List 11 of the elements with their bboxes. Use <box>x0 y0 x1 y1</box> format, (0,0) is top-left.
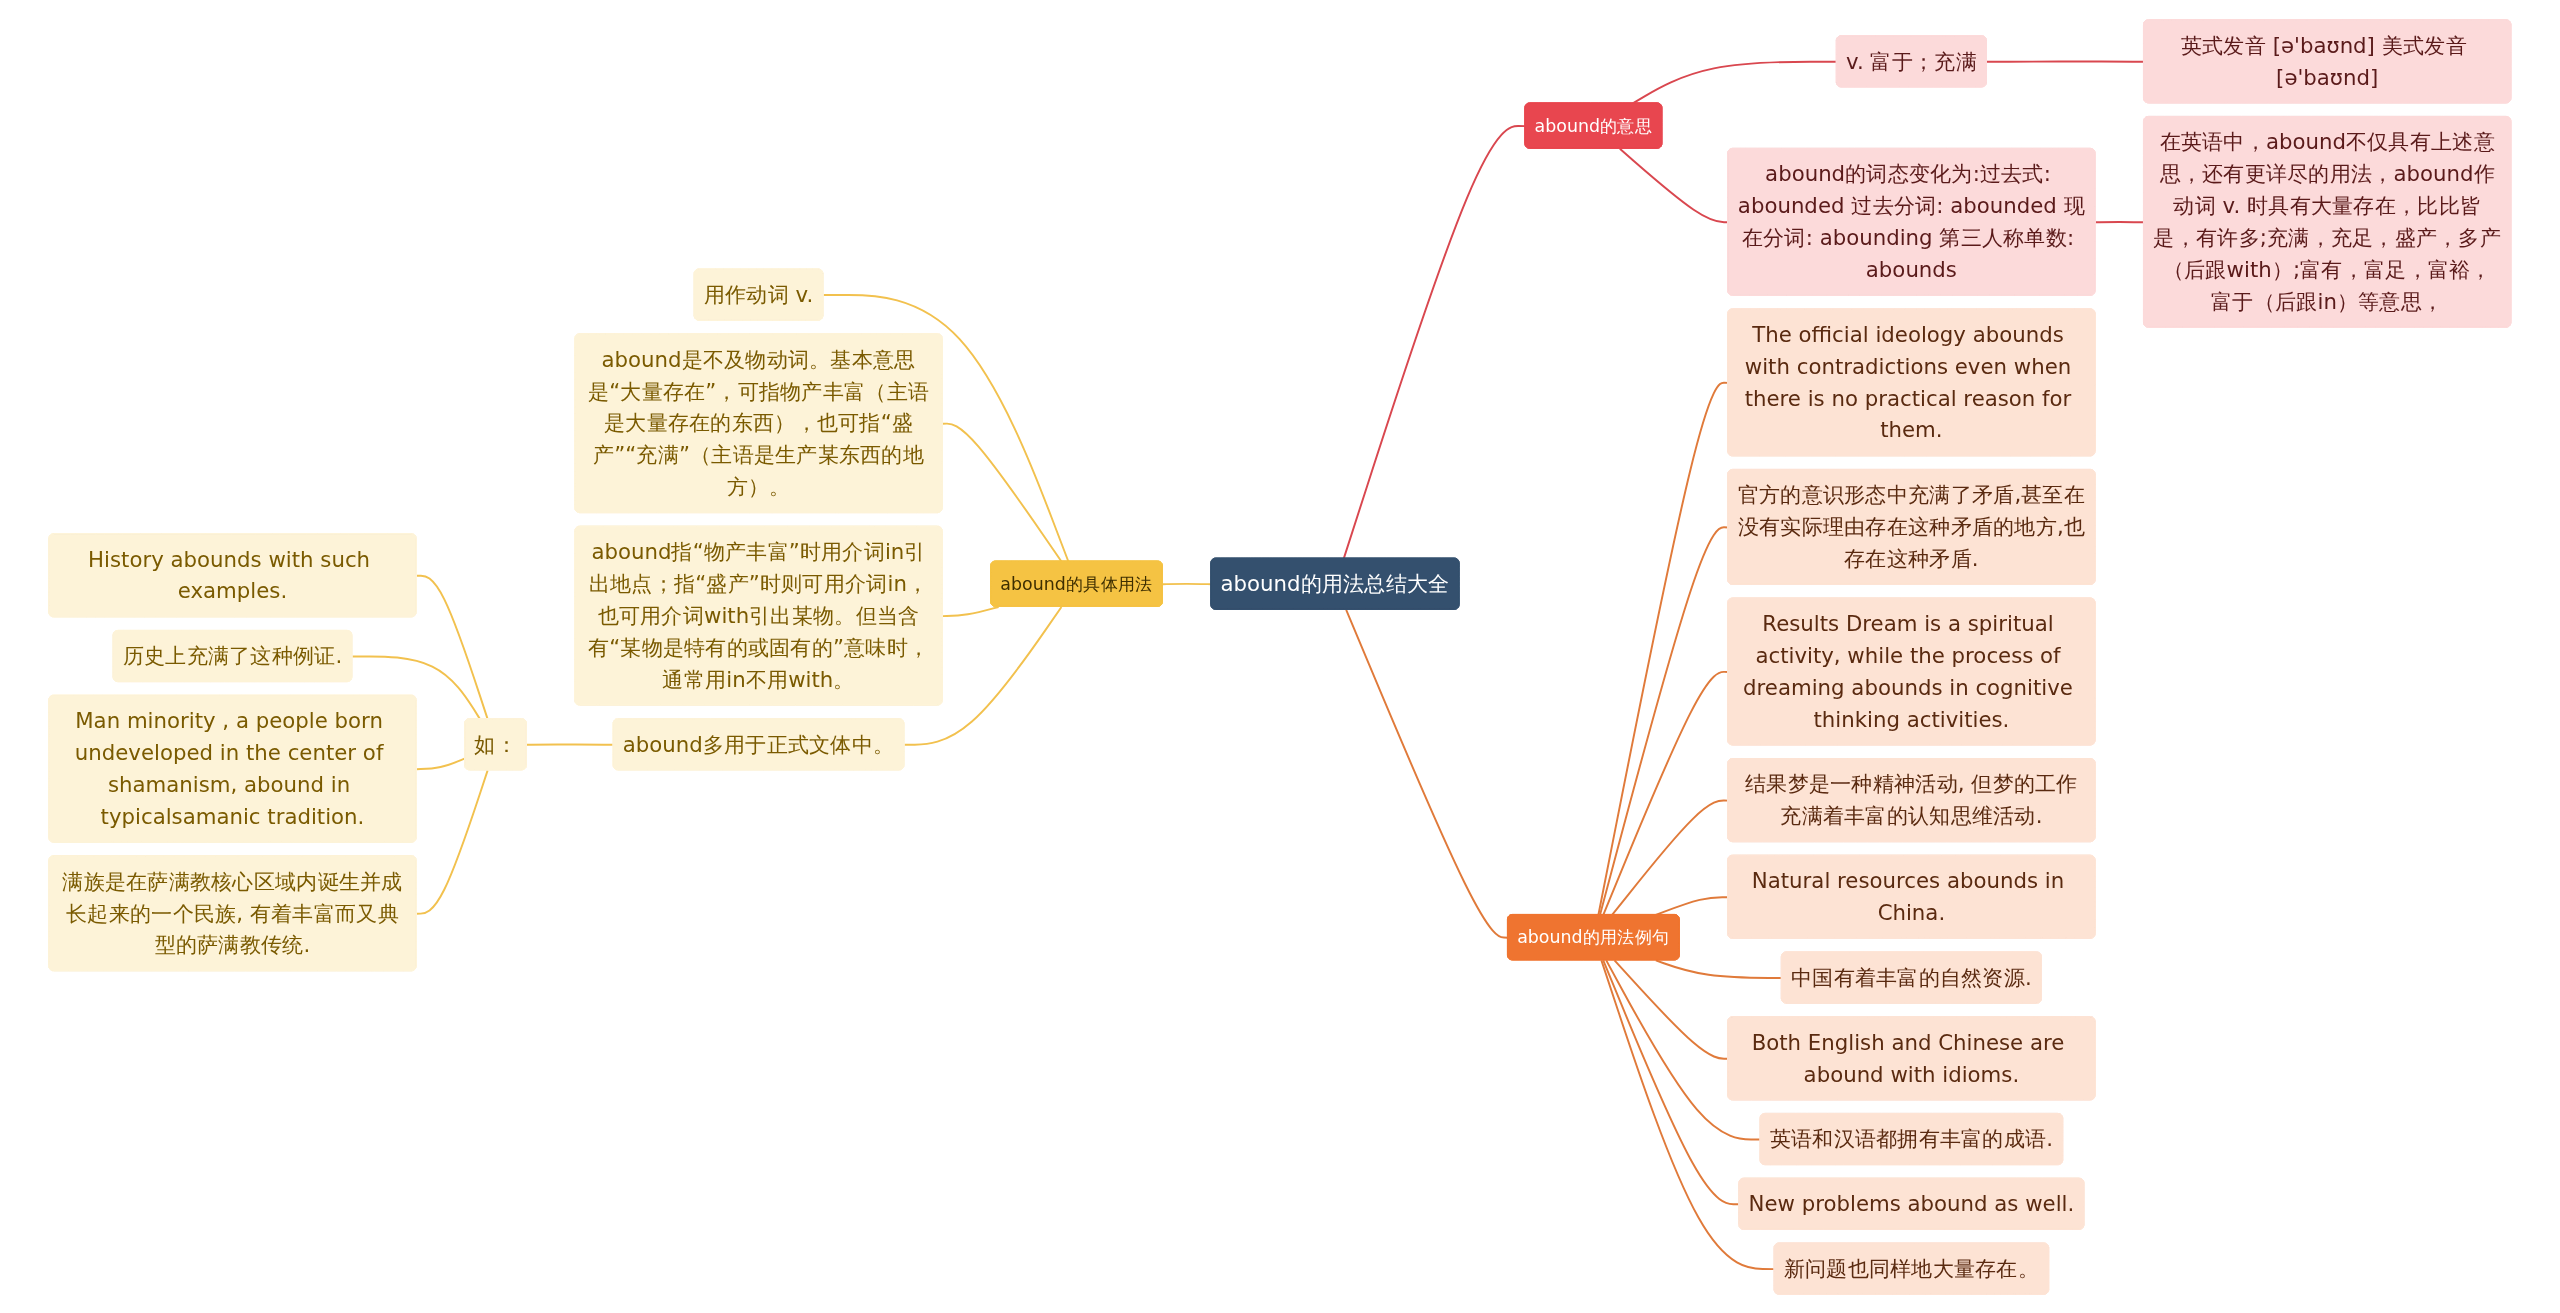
connector <box>822 293 1070 562</box>
connector <box>1655 958 1783 979</box>
connector <box>526 742 615 746</box>
connector <box>415 768 489 915</box>
connector <box>351 654 482 720</box>
connector <box>941 605 1000 617</box>
connector <box>415 574 489 720</box>
connector <box>941 422 1063 562</box>
connector <box>1605 958 1762 1140</box>
connector <box>1600 958 1776 1270</box>
connector <box>903 605 1063 746</box>
